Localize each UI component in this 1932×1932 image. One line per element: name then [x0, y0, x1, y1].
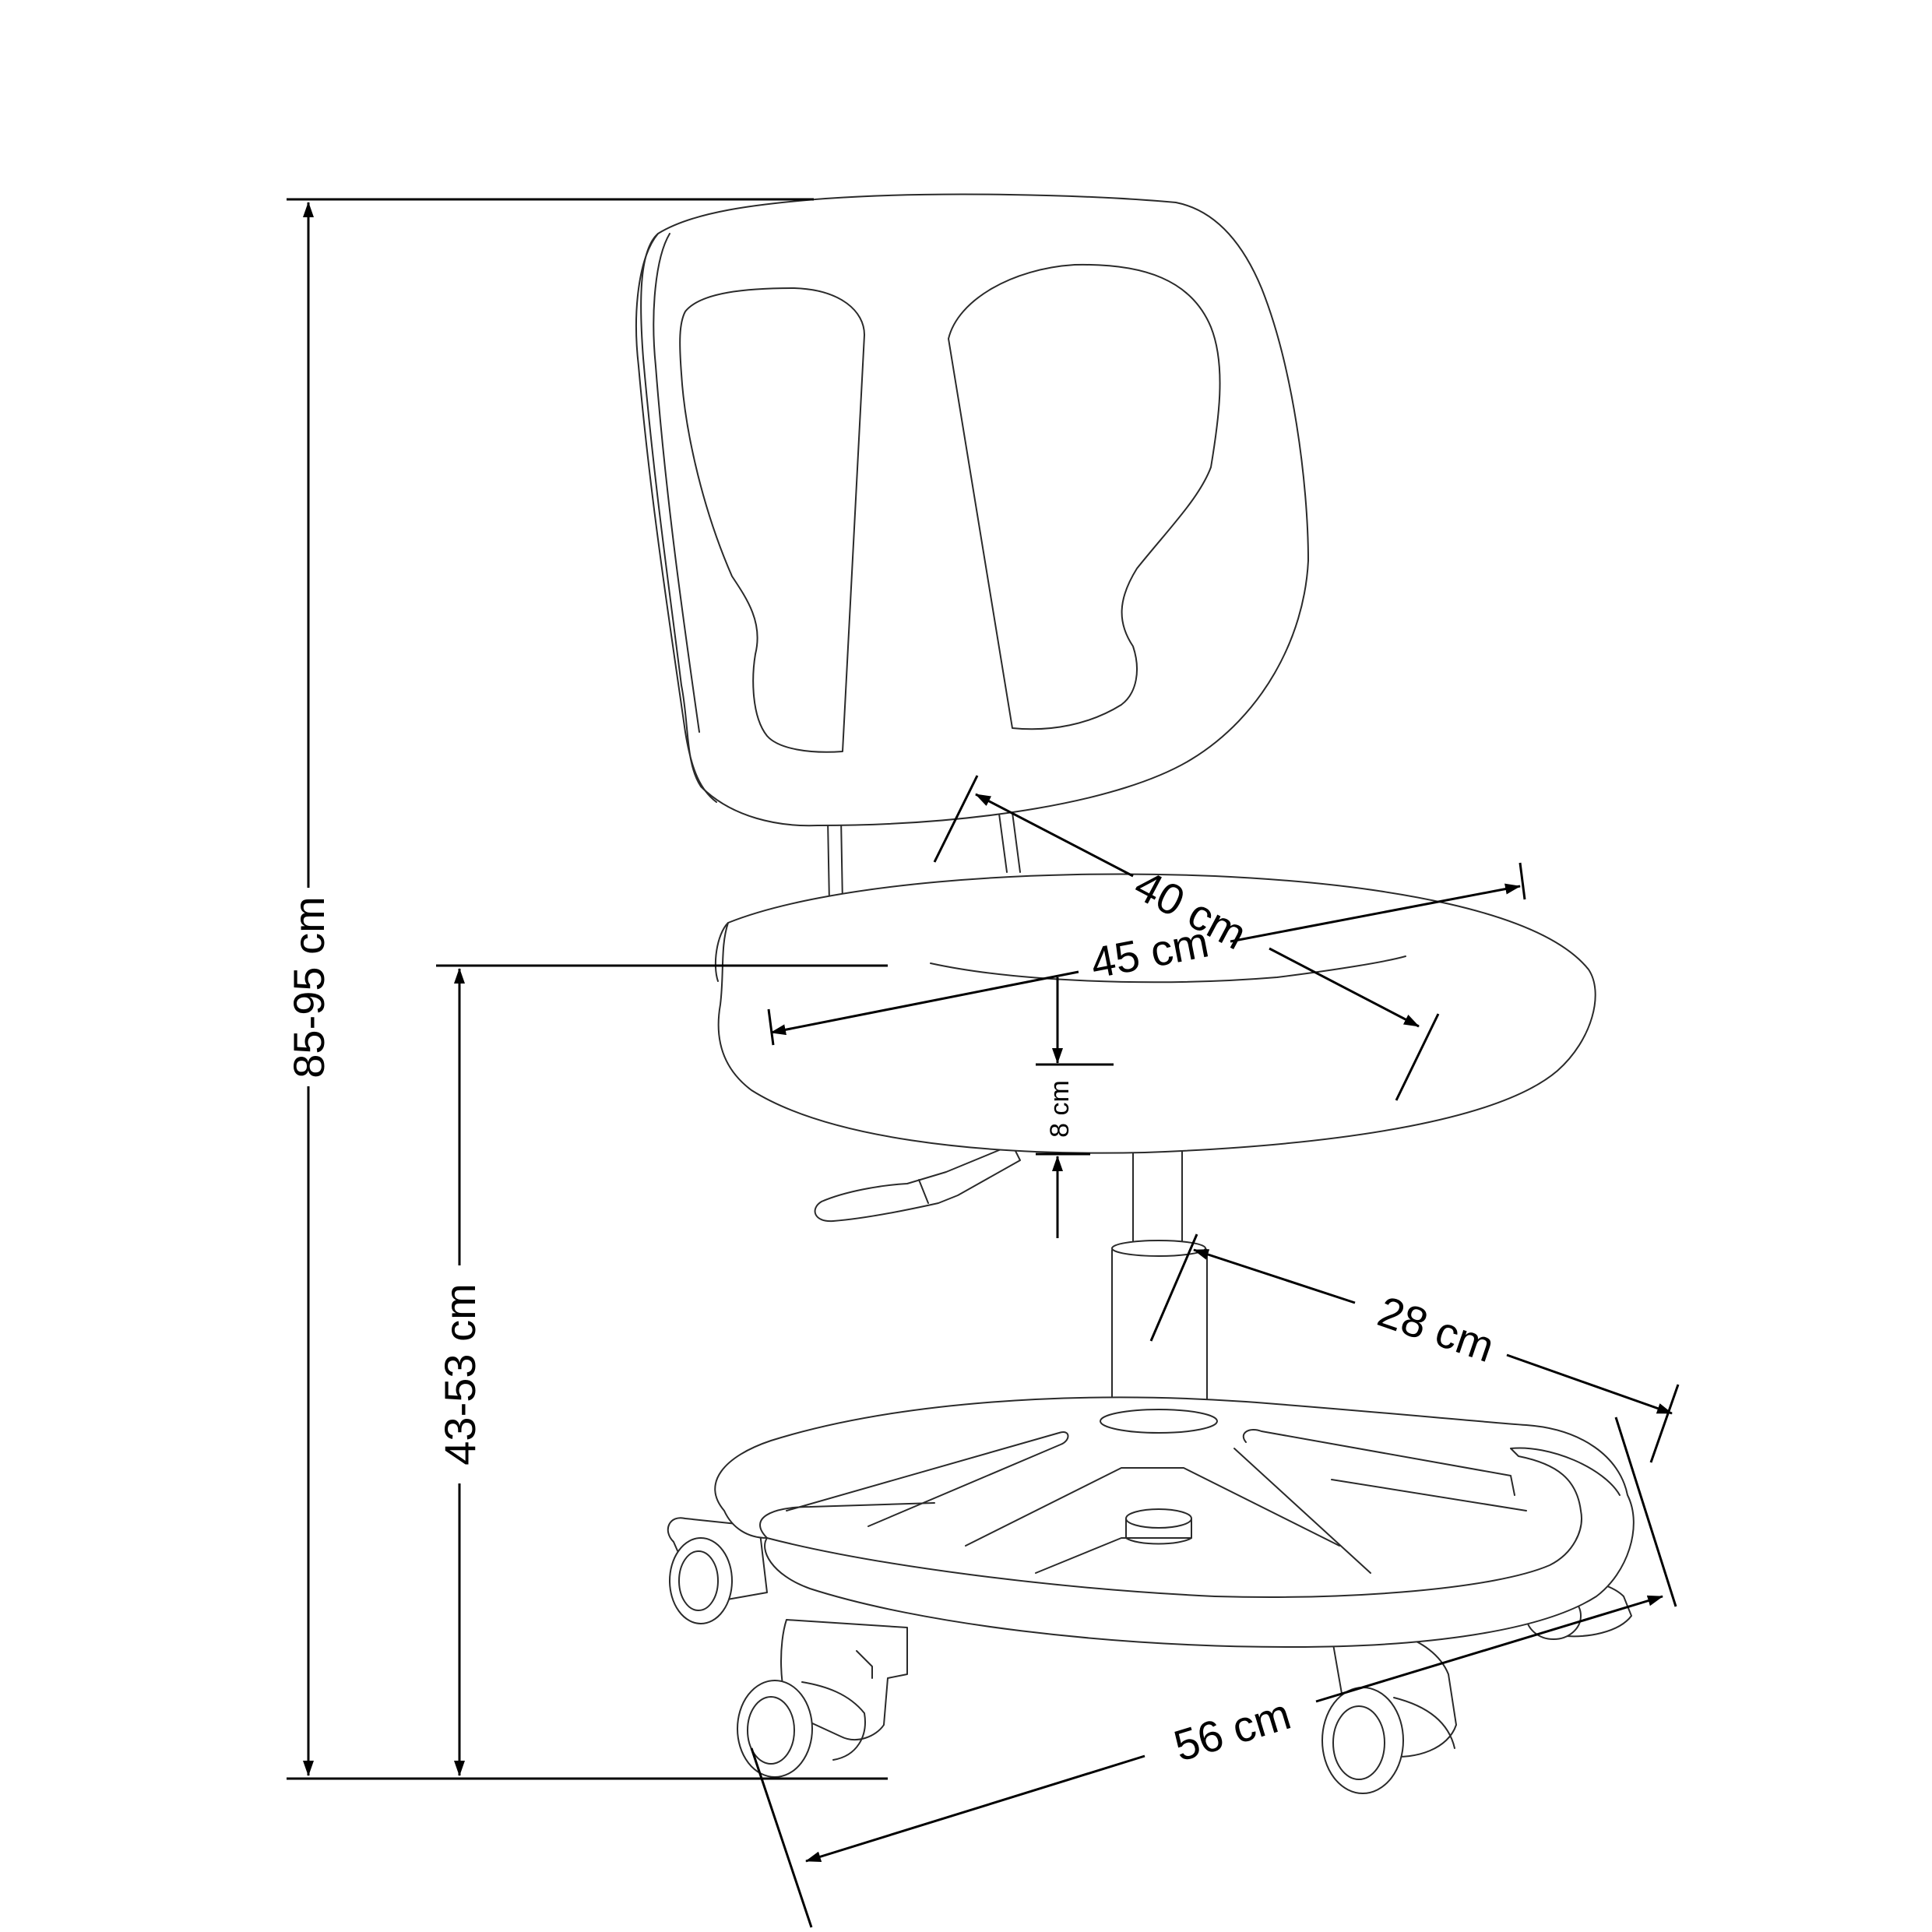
gas-cylinder: [1111, 1144, 1208, 1432]
backrest-pad-right: [948, 263, 1221, 730]
seat: [714, 873, 1596, 1154]
dimension-seat-thickness: 8 cm: [1036, 977, 1114, 1238]
caster-front-right: [1321, 1628, 1457, 1794]
label-seat-thickness: 8 cm: [1045, 1080, 1075, 1138]
dimension-seat-height: 43-53 cm: [435, 964, 888, 1776]
label-footrest-depth: 28 cm: [1372, 1286, 1501, 1371]
dimension-total-height: 85-95 cm: [284, 198, 888, 1780]
label-total-height: 85-95 cm: [284, 896, 333, 1078]
backrest: [635, 193, 1309, 827]
caster-rear-left: [667, 1517, 768, 1624]
footring-base: [714, 1396, 1635, 1648]
backrest-pad-left: [679, 287, 865, 753]
caster-front-left: [737, 1619, 908, 1778]
chair-illustration: [635, 193, 1635, 1794]
height-lever: [814, 1144, 1021, 1223]
label-seat-height: 43-53 cm: [435, 1283, 484, 1465]
label-base-diameter: 56 cm: [1168, 1689, 1296, 1771]
